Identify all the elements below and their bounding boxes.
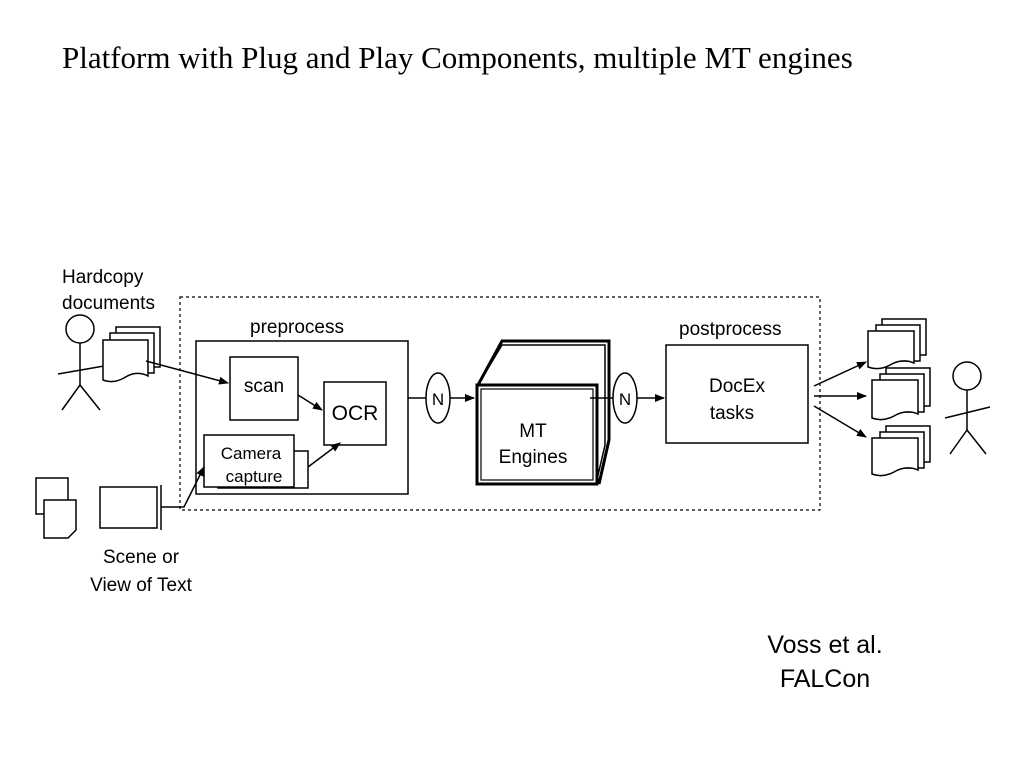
user-figure-right-icon	[944, 361, 991, 455]
mt-engines-stack	[475, 339, 611, 486]
ocr-label: OCR	[332, 402, 379, 425]
mt-label-line2: Engines	[499, 447, 568, 468]
arrow-scan-to-ocr	[297, 394, 323, 411]
docex-label-line2: tasks	[710, 403, 754, 424]
arrow-camera-to-ocr	[307, 442, 341, 468]
output-documents-2-icon	[871, 367, 931, 421]
camera-label-line1: Camera	[221, 444, 282, 463]
credit: Voss et al. FALCon	[720, 628, 930, 696]
normalizer-label-1: N	[432, 390, 444, 409]
output-documents-1-icon	[867, 318, 927, 370]
normalizer-label-2: N	[619, 390, 631, 409]
preprocess-label: preprocess	[250, 317, 344, 338]
camera-view-icon	[99, 485, 178, 530]
scan-box	[229, 356, 299, 421]
credit-project: FALCon	[779, 665, 871, 693]
platform-boundary	[179, 296, 821, 511]
ocr-box	[323, 381, 387, 446]
hardcopy-label-line1: Hardcopy	[62, 267, 144, 288]
mt-label-line1: MT	[519, 421, 547, 442]
camera-label-line2: capture	[226, 467, 283, 486]
scan-label: scan	[244, 376, 284, 397]
scene-label-line1: Scene or	[103, 547, 180, 568]
postprocess-label: postprocess	[679, 319, 781, 340]
user-figure-left-icon	[57, 314, 105, 411]
arrow-scene-to-camera	[178, 466, 205, 508]
output-documents-3-icon	[871, 425, 931, 477]
arrow-docex-to-output-3	[813, 405, 867, 438]
arrow-docex-to-output-1	[813, 361, 867, 387]
scene-documents-icon	[35, 477, 77, 539]
hardcopy-documents-icon	[102, 326, 161, 383]
slide-title: Platform with Plug and Play Components, …	[62, 40, 853, 75]
scene-label-line2: View of Text	[90, 575, 192, 596]
hardcopy-label-line2: documents	[62, 293, 155, 314]
credit-authors: Voss et al.	[767, 631, 883, 659]
camera-capture-box	[203, 434, 295, 488]
docex-label-line1: DocEx	[709, 376, 765, 397]
arrow-hardcopy-to-scan	[145, 360, 229, 385]
docex-box	[665, 344, 809, 444]
